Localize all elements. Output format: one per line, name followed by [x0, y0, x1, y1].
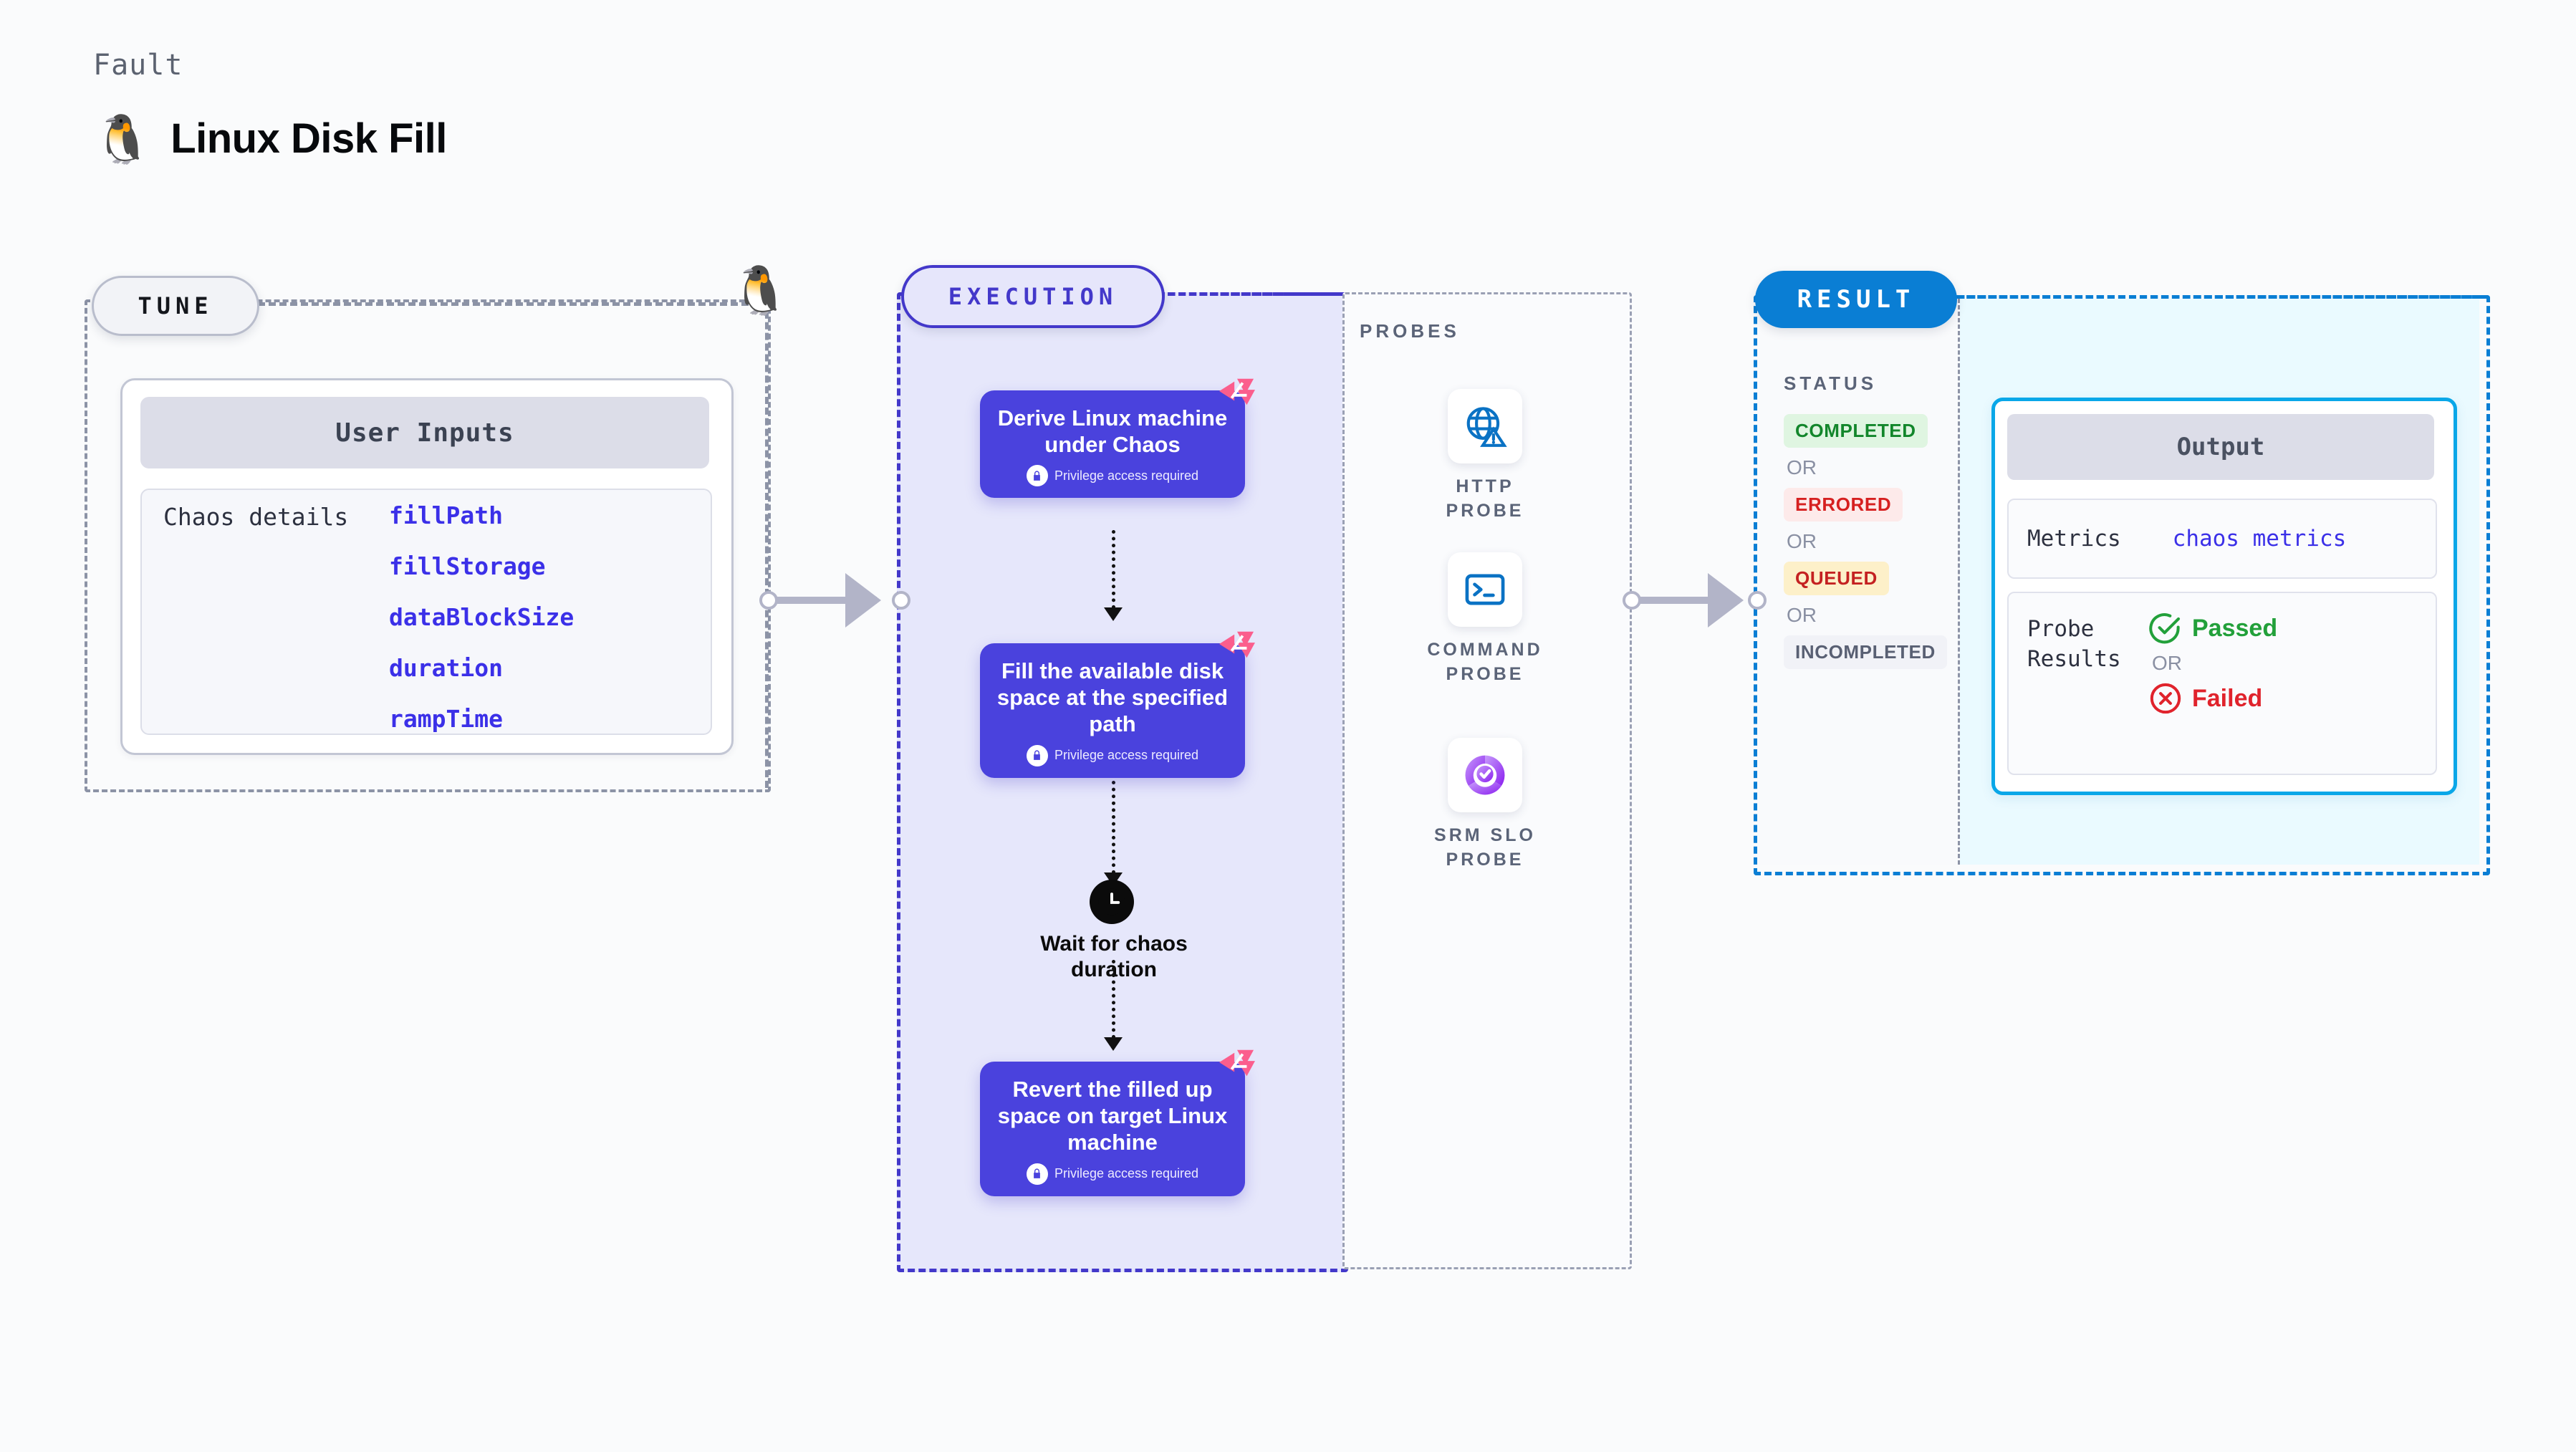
chaos-params-list: fillPath fillStorage dataBlockSize durat… [389, 501, 574, 733]
flow-arrow-head [1104, 607, 1123, 621]
execution-step-card[interactable]: Revert the filled up space on target Lin… [980, 1049, 1255, 1196]
check-circle-icon [2149, 613, 2181, 644]
lock-icon [1026, 744, 1048, 766]
flow-arrow-line [1112, 530, 1118, 609]
connector-endpoint [1623, 591, 1641, 610]
status-list: COMPLETED OR ERRORED OR QUEUED OR INCOMP… [1784, 414, 1947, 669]
probe-result-failed: Failed [2149, 682, 2277, 715]
x-circle-icon [2150, 683, 2181, 714]
chaos-param[interactable]: dataBlockSize [389, 603, 575, 631]
connector-tune-execution [769, 597, 877, 604]
tune-right-border [765, 301, 769, 788]
privilege-note: Privilege access required [1026, 465, 1199, 487]
privilege-note-text: Privilege access required [1054, 468, 1199, 483]
page-title-text: Linux Disk Fill [170, 115, 447, 162]
or-separator: OR [2152, 652, 2182, 674]
status-badge: QUEUED [1784, 562, 1889, 595]
probe-item-http[interactable]: HTTP PROBE [1413, 389, 1557, 524]
privilege-note: Privilege access required [1026, 744, 1199, 766]
metrics-row: Metrics chaos metrics [2007, 499, 2437, 579]
user-inputs-body [140, 489, 712, 735]
globe-warning-icon [1448, 389, 1522, 463]
or-separator: OR [1787, 530, 1817, 552]
metrics-value[interactable]: chaos metrics [2172, 526, 2347, 552]
slo-donut-check-icon [1448, 738, 1522, 812]
result-leader-line [1956, 295, 2483, 299]
user-inputs-title: User Inputs [140, 397, 709, 468]
chaos-param[interactable]: duration [389, 654, 503, 682]
probe-item-srm-slo[interactable]: SRM SLO PROBE [1413, 738, 1557, 872]
step-text: Fill the available disk space at the spe… [996, 658, 1229, 737]
metrics-key: Metrics [2027, 526, 2121, 552]
tune-badge[interactable]: TUNE [92, 276, 259, 336]
status-badge: COMPLETED [1784, 414, 1928, 448]
connector-endpoint [1748, 591, 1767, 610]
probe-results-row: Probe Results Passed OR Failed [2007, 592, 2437, 775]
execution-step-card[interactable]: Derive Linux machine under Chaos Privile… [980, 378, 1255, 499]
terminal-icon [1448, 552, 1522, 627]
execution-badge[interactable]: EXECUTION [901, 265, 1165, 328]
step-text: Revert the filled up space on target Lin… [997, 1077, 1228, 1155]
passed-label: Passed [2192, 614, 2278, 642]
tux-penguin-icon: 🐧 [731, 264, 790, 317]
connector-endpoint [892, 591, 910, 610]
lock-icon [1026, 1163, 1048, 1185]
status-badge: ERRORED [1784, 488, 1903, 521]
tux-penguin-icon: 🐧 [93, 112, 153, 165]
clock-icon [1090, 880, 1134, 924]
privilege-note: Privilege access required [1026, 1163, 1199, 1185]
or-separator: OR [1787, 456, 1817, 479]
connector-arrowhead [1708, 573, 1744, 628]
privilege-note-text: Privilege access required [1054, 1166, 1199, 1181]
probe-item-command[interactable]: COMMAND PROBE [1413, 552, 1557, 687]
probe-label: COMMAND PROBE [1427, 640, 1543, 684]
probe-results-values: Passed OR Failed [2149, 612, 2277, 774]
probe-label: SRM SLO PROBE [1434, 825, 1536, 870]
litmus-logo-icon [1219, 1049, 1255, 1077]
flow-arrow-head [1104, 1037, 1123, 1051]
chaos-param[interactable]: rampTime [389, 705, 503, 733]
execution-step-card[interactable]: Fill the available disk space at the spe… [980, 631, 1255, 778]
connector-execution-result [1632, 597, 1739, 604]
litmus-logo-icon [1219, 631, 1255, 658]
fault-kicker: Fault [93, 49, 183, 82]
lock-icon [1026, 465, 1048, 487]
flow-arrow-line [1112, 781, 1118, 874]
flow-arrow-line [1112, 960, 1118, 1039]
step-text: Derive Linux machine under Chaos [997, 405, 1228, 458]
page-title: 🐧 Linux Disk Fill [93, 115, 447, 163]
chaos-param[interactable]: fillStorage [389, 552, 546, 580]
status-badge: INCOMPLETED [1784, 635, 1947, 669]
chaos-details-label: Chaos details [163, 503, 349, 531]
or-separator: OR [1787, 604, 1817, 626]
output-title: Output [2007, 414, 2434, 480]
connector-arrowhead [845, 573, 881, 628]
chaos-param[interactable]: fillPath [389, 501, 503, 529]
litmus-logo-icon [1219, 378, 1255, 405]
probe-label: HTTP PROBE [1446, 476, 1524, 521]
status-label: STATUS [1784, 372, 1878, 394]
probes-label: PROBES [1360, 320, 1460, 342]
execution-leader-line [1158, 292, 1342, 296]
privilege-note-text: Privilege access required [1054, 748, 1199, 763]
connector-endpoint [759, 591, 778, 610]
result-badge[interactable]: RESULT [1755, 271, 1957, 328]
tune-leader-line [258, 302, 759, 306]
tune-panel [85, 299, 771, 792]
failed-label: Failed [2192, 684, 2263, 712]
probe-results-key: Probe Results [2027, 616, 2121, 672]
probe-result-passed: Passed [2149, 612, 2277, 645]
